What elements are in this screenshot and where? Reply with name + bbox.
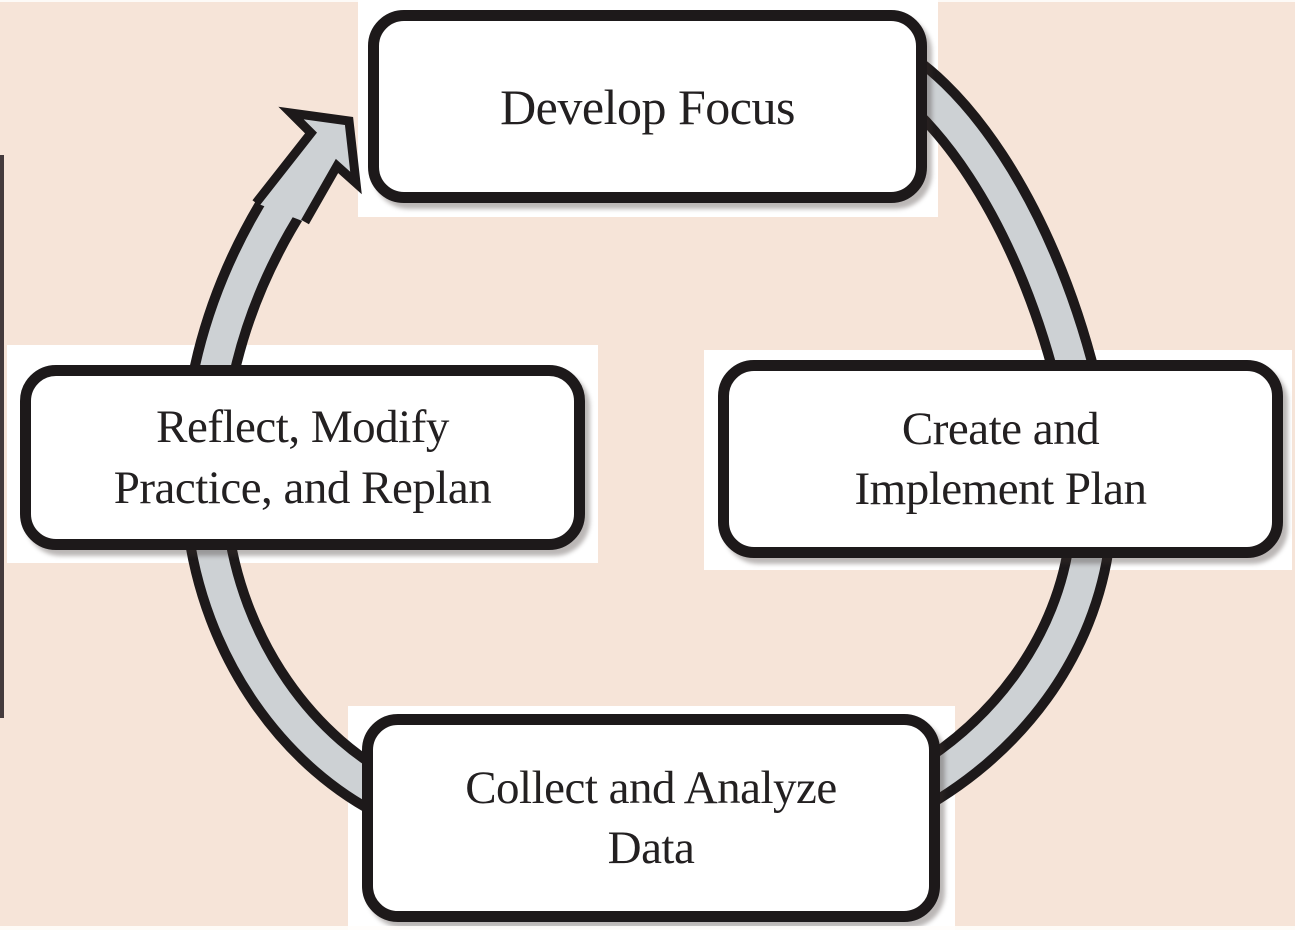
node-label-line: Practice, and Replan — [113, 461, 492, 514]
node-reflect-modify-replan: Reflect, Modify Practice, and Replan — [20, 365, 585, 550]
node-create-implement-plan: Create and Implement Plan — [718, 360, 1283, 558]
node-label-line: Collect and Analyze — [465, 761, 837, 814]
scan-edge-artifact — [0, 155, 4, 718]
node-label-line: Implement Plan — [854, 463, 1147, 515]
node-collect-analyze-data: Collect and Analyze Data — [362, 714, 940, 922]
page-edge-bottom — [0, 926, 1295, 930]
node-label-line: Reflect, Modify — [156, 401, 449, 454]
cycle-arrowhead-fill — [256, 113, 356, 222]
page-edge-top — [0, 0, 1295, 2]
node-label-line: Create and — [901, 402, 1100, 455]
cycle-arrowhead-icon — [252, 106, 362, 225]
cycle-arc-bottom-right — [893, 536, 1105, 812]
node-develop-focus: Develop Focus — [368, 10, 927, 203]
node-label-line: Develop Focus — [500, 78, 795, 135]
node-label-line: Data — [607, 822, 695, 874]
